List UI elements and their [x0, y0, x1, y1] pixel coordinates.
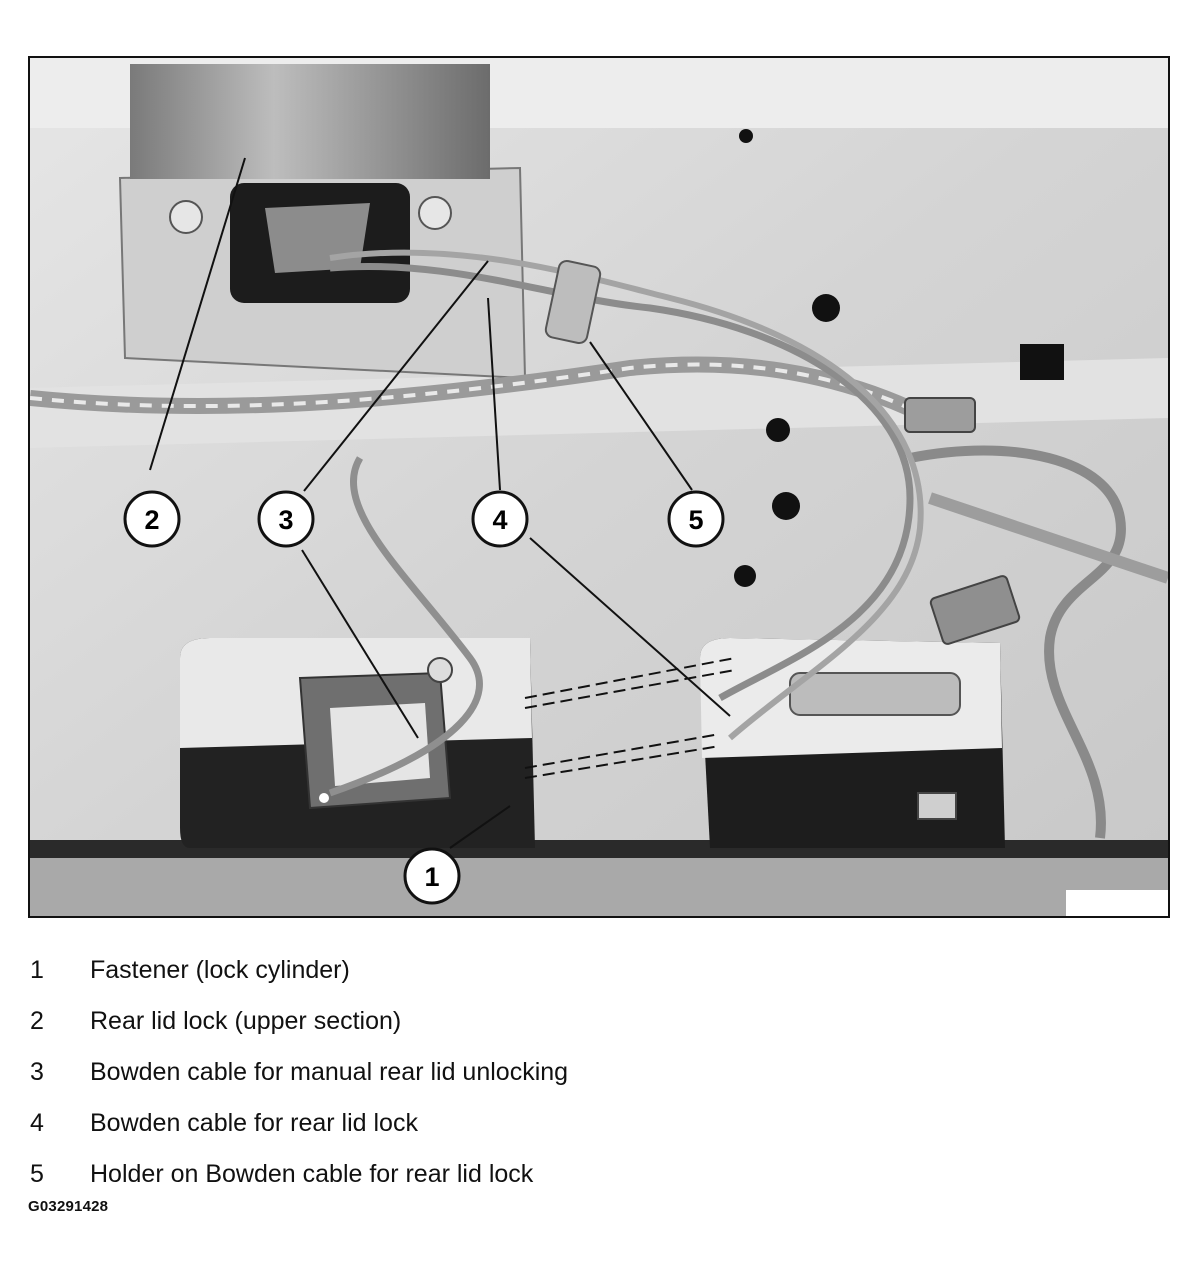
panel-hole	[766, 418, 790, 442]
legend-description: Fastener (lock cylinder)	[90, 956, 350, 984]
upper-lock-latch	[265, 203, 370, 273]
hidden-cable-dashed-line	[524, 745, 721, 779]
callout-circle	[471, 490, 529, 548]
callout-number: 1	[424, 862, 439, 892]
corner-marker	[1066, 890, 1168, 916]
legend-number: 1	[30, 956, 44, 984]
lock-cylinder-bolt	[427, 657, 453, 683]
diagram-photo: 1 2 3 4 5	[28, 56, 1170, 918]
legend-number: 2	[30, 1007, 44, 1035]
leader-line-2	[149, 157, 246, 471]
panel-hole	[734, 565, 756, 587]
wiring-connector	[904, 397, 976, 433]
leader-line-3-upper	[303, 260, 489, 492]
wiring-harness-twist	[30, 362, 931, 420]
panel-hole	[772, 492, 800, 520]
rear-lid-lock-lower	[789, 672, 961, 716]
callout-3: 3	[257, 490, 315, 548]
legend-description: Holder on Bowden cable for rear lid lock	[90, 1160, 534, 1188]
leader-line-1	[449, 805, 511, 849]
callout-circle	[123, 490, 181, 548]
callout-4: 4	[471, 490, 529, 548]
leader-line-3-lower	[301, 549, 419, 739]
wiring-loop-right	[909, 445, 1126, 839]
leader-line-4-upper	[487, 297, 501, 491]
wiring-right-bundle	[928, 492, 1168, 584]
callout-2: 2	[123, 490, 181, 548]
callout-number: 2	[144, 505, 159, 535]
cable-holder	[544, 259, 602, 345]
wire-plug	[917, 792, 957, 820]
legend-description: Bowden cable for rear lid lock	[90, 1109, 418, 1137]
legend-number: 3	[30, 1058, 44, 1086]
callout-number: 5	[688, 505, 703, 535]
upper-bolt-right	[418, 196, 452, 230]
legend-number: 4	[30, 1109, 44, 1137]
panel-slot	[1020, 344, 1064, 380]
callout-5: 5	[667, 490, 725, 548]
bowden-cable-manual-unlock	[328, 456, 483, 797]
bowden-cable-rear-lid-lock	[329, 262, 914, 702]
figure-id: G03291428	[28, 1198, 109, 1215]
upper-bolt-left	[169, 200, 203, 234]
wiring-clip	[929, 575, 1021, 645]
lower-carpet-strip	[30, 858, 1168, 916]
upper-lock-housing	[130, 64, 490, 179]
callout-circle	[257, 490, 315, 548]
legend-number: 5	[30, 1160, 44, 1188]
callout-circle	[667, 490, 725, 548]
legend-description: Rear lid lock (upper section)	[90, 1007, 402, 1035]
leader-line-4-lower	[529, 537, 731, 717]
callout-number: 3	[278, 505, 293, 535]
legend-description: Bowden cable for manual rear lid unlocki…	[90, 1058, 569, 1086]
lock-cylinder-pin	[319, 793, 329, 803]
bowden-cable-secondary	[329, 249, 924, 741]
hidden-cable-dashed-line	[524, 733, 721, 769]
callout-circle	[403, 847, 461, 905]
callout-1: 1	[403, 847, 461, 905]
leader-line-5	[589, 341, 693, 491]
panel-hole	[812, 294, 840, 322]
panel-hole	[739, 129, 753, 143]
rear-lid-photo-illustration: 1 2 3 4 5	[30, 58, 1168, 916]
callout-number: 4	[492, 505, 507, 535]
